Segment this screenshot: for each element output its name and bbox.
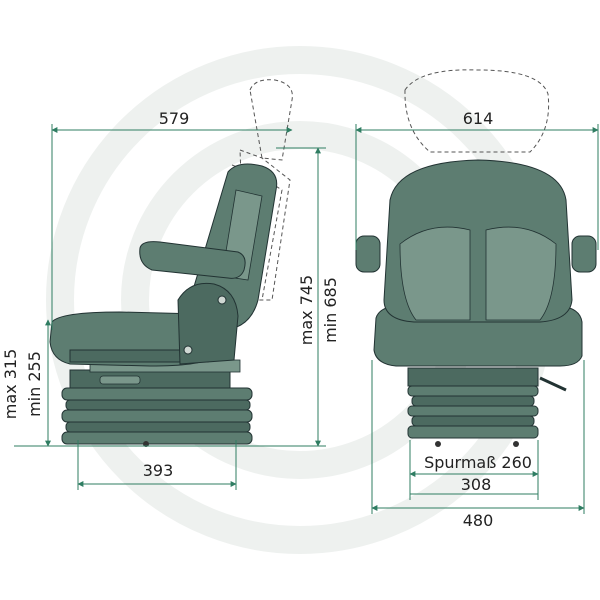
side-bellows	[61, 369, 253, 447]
dimension-lines	[14, 124, 599, 514]
label-max-height: max 745	[297, 275, 316, 345]
label-min-height: min 685	[321, 277, 340, 343]
label-max-base-height: max 315	[1, 349, 20, 419]
label-min-base-height: min 255	[25, 351, 44, 417]
label-overall-width: 480	[463, 511, 494, 530]
label-side-width: 579	[159, 109, 190, 128]
side-view-seat	[49, 79, 293, 447]
label-front-width-top: 614	[463, 109, 494, 128]
label-base-depth: 393	[143, 461, 174, 480]
front-view-seat	[355, 69, 597, 447]
label-base-width: 308	[461, 475, 492, 494]
label-track-gauge: Spurmaß 260	[424, 453, 532, 472]
front-bellows	[407, 367, 539, 447]
